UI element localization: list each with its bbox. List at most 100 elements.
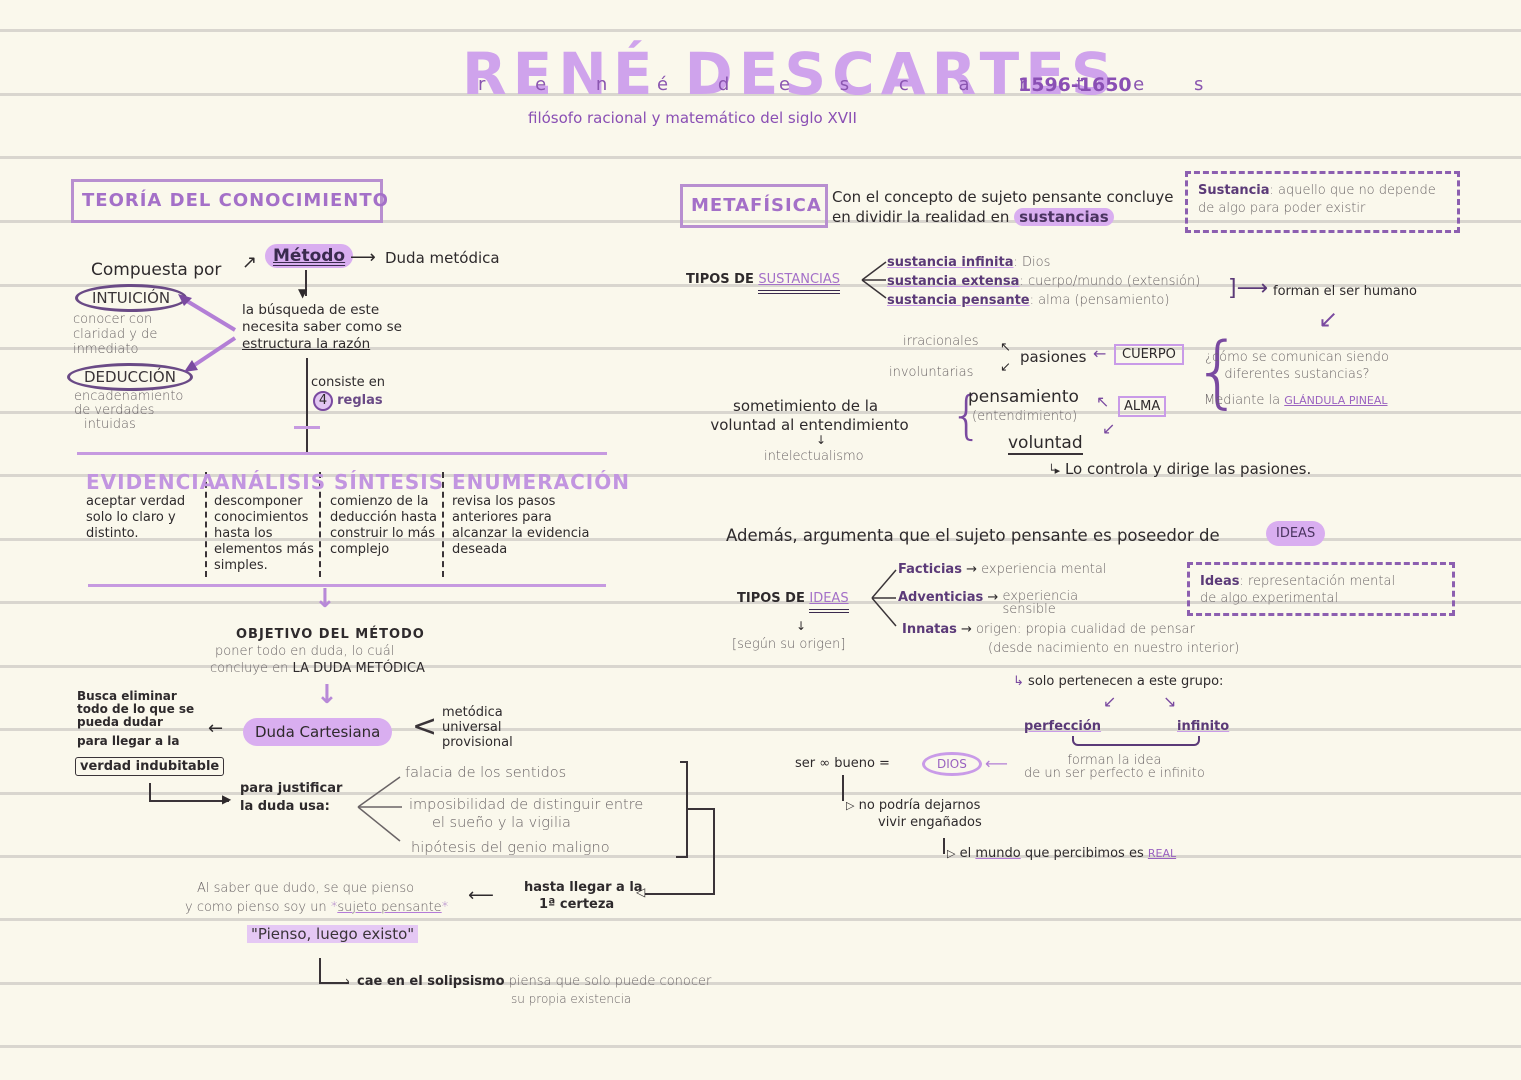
rule-enumeracion: ENUMERACIÓN revisa los pasos anteriores …: [452, 470, 629, 558]
infinito: infinito: [1177, 719, 1230, 734]
solo-label: solo pertenecen a este grupo:: [1028, 674, 1224, 689]
ideas-definition-box: Ideas: representación mental de algo exp…: [1187, 562, 1455, 616]
arrow-left-icon: ◁: [636, 885, 646, 899]
ruled-line: [0, 1045, 1521, 1048]
section-heading-metafisica: METAFÍSICA: [680, 184, 828, 228]
razon-item: falacia de los sentidos: [405, 765, 567, 781]
arrow-down-icon: ↓: [314, 584, 336, 614]
rule-sintesis: SÍNTESIS comienzo de la deducción hasta …: [330, 470, 445, 558]
definition-text: de algo para poder existir: [1198, 201, 1366, 216]
sustancias-list: sustancia infinita: Dios sustancia exten…: [887, 253, 1200, 310]
brace-icon: {: [950, 386, 984, 446]
connector-line: [319, 958, 321, 984]
tipos-label: TIPOS DE: [686, 272, 754, 287]
column-divider: [442, 472, 444, 577]
reglas-word: reglas: [337, 393, 383, 408]
verdad-indubitable-box: verdad indubitable: [75, 757, 225, 776]
intro-line: en dividir la realidad en: [832, 208, 1010, 226]
rule-text: descomponer conocimientos hasta los elem…: [214, 494, 314, 573]
busca-line: para llegar a la: [77, 734, 180, 748]
rule-name: SÍNTESIS: [334, 470, 445, 494]
busca-line: Busca eliminar: [77, 689, 177, 703]
arrow-right-icon: ›: [345, 974, 350, 988]
sustancia-name: sustancia extensa: [887, 274, 1020, 289]
certeza-line: 1ª certeza: [539, 897, 615, 912]
connector-line: [149, 783, 151, 802]
idea-innatas: Innatas → origen: propia cualidad de pen…: [902, 622, 1195, 637]
certeza-line: hasta llegar a la: [524, 880, 643, 895]
sujeto-pensante: sujeto pensante: [337, 900, 442, 915]
deduccion-desc-line: de verdades: [74, 403, 155, 418]
arrow-down-icon: ↓: [316, 680, 338, 710]
razon-item: hipótesis del genio maligno: [411, 840, 610, 856]
ruled-line: [0, 982, 1521, 985]
ruled-line: [0, 411, 1521, 414]
tipos-sustancias-label: TIPOS DE SUSTANCIAS: [686, 272, 840, 294]
section-heading-conocimiento: TEORÍA DEL CONOCIMIENTO: [71, 179, 388, 223]
tipos-label: TIPOS DE: [737, 591, 805, 606]
branch-lines-icon: [861, 261, 887, 299]
arrow-icon: ↙: [1103, 692, 1117, 711]
arrow-left-icon: ⟵: [468, 885, 494, 906]
intuicion-desc-line: inmediato: [73, 342, 139, 357]
intuicion-desc: conocer con claridad y de inmediato: [73, 312, 157, 357]
ruled-line: [0, 93, 1521, 96]
ruled-line: [0, 29, 1521, 32]
busqueda-line: la búsqueda de este: [242, 302, 380, 318]
caracteristicas-list: metódica universal provisional: [442, 705, 513, 750]
ser-bueno: ser ∞ bueno =: [795, 756, 890, 771]
busca-text: Busca eliminar todo de lo que se pueda d…: [77, 690, 194, 748]
arrow-down-icon: ▼: [298, 286, 308, 300]
ruled-line: [0, 855, 1521, 858]
connector-line: [305, 270, 307, 296]
sustancia-name: sustancia infinita: [887, 255, 1014, 270]
idea-desc: experiencia sensible: [1002, 589, 1079, 617]
alma-box: ALMA: [1118, 396, 1167, 417]
pregunta-text: ¿cómo se comunican siendo diferentes sus…: [1205, 349, 1389, 383]
sustancia-name: sustancia pensante: [887, 293, 1030, 308]
brace-icon: {: [1193, 327, 1243, 417]
busqueda-text: la búsqueda de este necesita saber como …: [242, 302, 402, 353]
arrow-icon: ↙: [1102, 419, 1116, 438]
connector-line: [943, 838, 945, 854]
rule-text: aceptar verdad solo lo claro y distinto.: [86, 494, 186, 541]
duda-metodica-label: Duda metódica: [385, 249, 500, 267]
forman-line: forman la idea: [1067, 753, 1162, 768]
ruled-line: [0, 538, 1521, 541]
ruled-line: [0, 728, 1521, 731]
consiste-label: consiste en: [311, 375, 385, 390]
solipsismo-rest: piensa que solo puede conocer: [508, 974, 712, 989]
segun-origen: [según su origen]: [732, 637, 846, 652]
innatas-line2: (desde nacimiento en nuestro interior): [988, 641, 1240, 656]
ruled-line: [0, 284, 1521, 287]
sometimiento-text: sometimiento de la voluntad al entendimi…: [710, 397, 918, 435]
al-saber-line: y como pienso soy un: [185, 900, 327, 915]
compuesta-label: Compuesta por: [91, 260, 222, 280]
tipos-ideas-label: TIPOS DE IDEAS: [737, 591, 849, 613]
ruled-line: [0, 792, 1521, 795]
curved-arrow-icon: ↙: [1318, 305, 1339, 333]
arrow-left-icon: ←: [1093, 344, 1107, 363]
connector-line: [306, 358, 308, 453]
connector-line: [688, 808, 714, 810]
solo-pertenecen: ↳ solo pertenecen a este grupo:: [1013, 674, 1224, 689]
idea-desc: experiencia mental: [981, 562, 1107, 577]
connector-line: [319, 982, 349, 984]
arrow-down-icon: ↓: [816, 433, 827, 447]
solipsismo-line2: su propia existencia: [511, 992, 632, 1006]
cuerpo-box: CUERPO: [1114, 344, 1184, 365]
rule-text: revisa los pasos anteriores para alcanza…: [452, 494, 590, 557]
certeza-text: hasta llegar a la 1ª certeza: [524, 879, 643, 913]
column-divider: [205, 472, 207, 577]
bracket-line: [676, 856, 688, 858]
deduccion-ellipse: DEDUCCIÓN: [67, 363, 193, 391]
involuntarias: involuntarias: [889, 365, 974, 380]
branch-lines-icon: [357, 776, 402, 842]
glandula-pineal: GLÁNDULA PINEAL: [1284, 394, 1388, 407]
no-podria-line: vivir engañados: [878, 815, 982, 830]
metodo-highlight: Método: [265, 244, 354, 268]
bracket-line: [680, 761, 688, 763]
justificar-text: para justificar la duda usa:: [240, 780, 342, 816]
controla-text: └▸ Lo controla y dirige las pasiones.: [1048, 460, 1312, 478]
sustancia-desc: : alma (pensamiento): [1029, 293, 1170, 308]
